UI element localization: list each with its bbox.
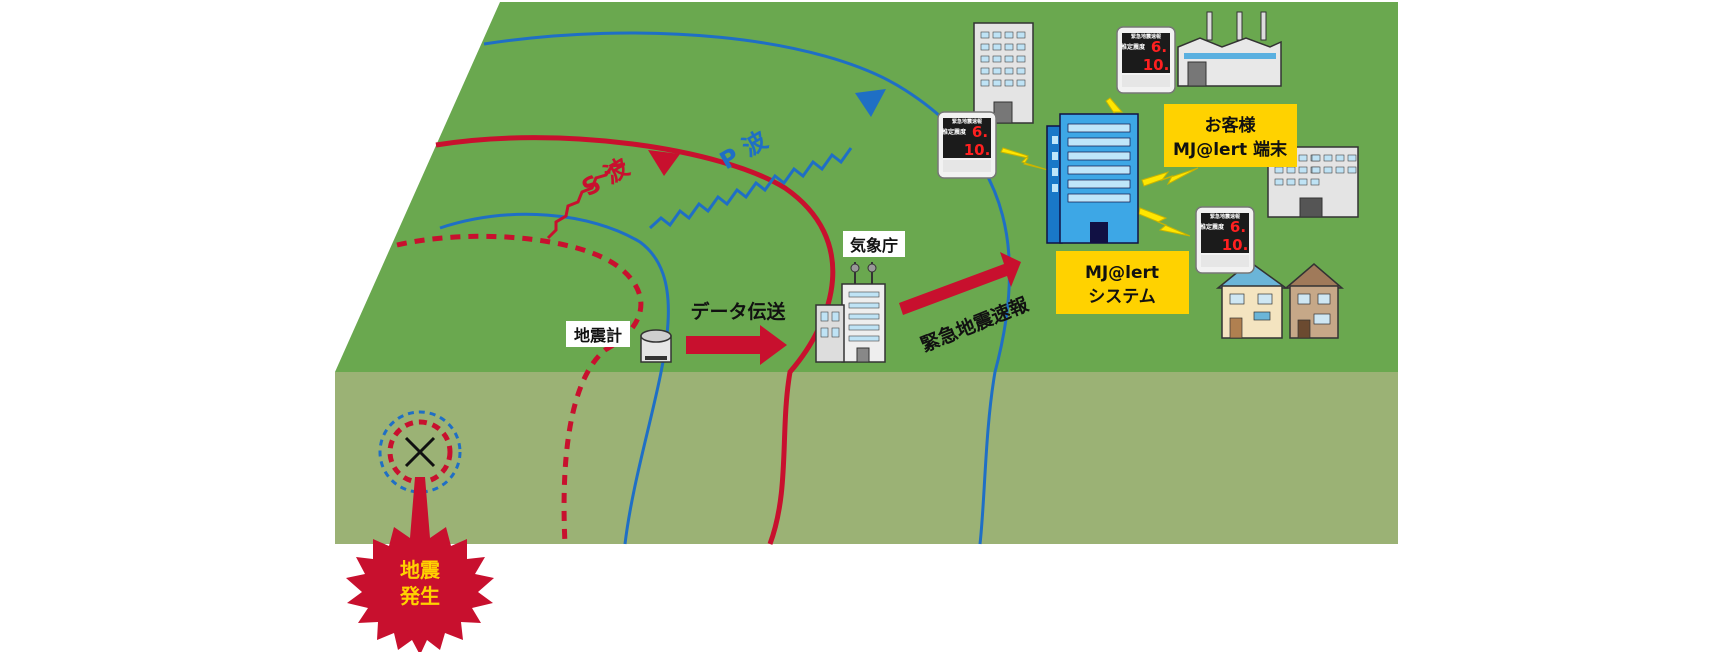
terminal-label-line2: MJ@lert 端末 bbox=[1173, 139, 1288, 160]
svg-text:10.: 10. bbox=[1143, 56, 1170, 74]
quake-label-line2: 発生 bbox=[399, 584, 440, 608]
p-wave-squiggle bbox=[648, 147, 853, 230]
jma-label-box bbox=[843, 231, 905, 257]
seismometer-icon bbox=[640, 329, 672, 363]
system-label-box bbox=[1056, 251, 1189, 314]
mjalert-terminal-device-icon: 緊急地震速報 推定震度 6. 10. bbox=[1195, 206, 1255, 274]
office-building-icon bbox=[973, 22, 1034, 124]
p-wave-arrowhead bbox=[855, 89, 886, 117]
svg-text:10.: 10. bbox=[1222, 236, 1249, 254]
house-icon bbox=[1215, 261, 1289, 339]
mjalert-terminal-device-icon: 緊急地震速報 推定震度 6. 10. bbox=[937, 111, 997, 179]
mjalert-terminal-device-icon: 緊急地震速報 推定震度 6. 10. bbox=[1116, 26, 1176, 94]
svg-text:緊急地震速報: 緊急地震速報 bbox=[952, 118, 983, 125]
svg-text:6.: 6. bbox=[1151, 38, 1167, 56]
jma-building-icon bbox=[815, 262, 886, 363]
mjalert-system-building-icon bbox=[1046, 113, 1139, 244]
svg-text:6.: 6. bbox=[1230, 218, 1246, 236]
quake-label-line1: 地震 bbox=[400, 558, 441, 582]
svg-text:推定震度: 推定震度 bbox=[1121, 43, 1146, 51]
system-label-line2: システム bbox=[1088, 287, 1156, 307]
ground-side bbox=[335, 372, 1398, 544]
factory-icon bbox=[1177, 11, 1282, 87]
svg-text:10.: 10. bbox=[964, 141, 991, 159]
eew-arrow bbox=[899, 252, 1021, 315]
svg-text:緊急地震速報: 緊急地震速報 bbox=[1131, 33, 1162, 40]
svg-text:緊急地震速報: 緊急地震速報 bbox=[1210, 213, 1241, 220]
house-icon bbox=[1283, 263, 1345, 339]
s-wave-fronts bbox=[396, 135, 836, 545]
s-wave-squiggle bbox=[546, 162, 626, 240]
data-transfer-arrow bbox=[686, 325, 787, 365]
svg-text:推定震度: 推定震度 bbox=[942, 128, 967, 136]
jma-label: 気象庁 bbox=[850, 236, 898, 255]
quake-burst-icon bbox=[346, 477, 494, 652]
data-transfer-label: データ伝送 bbox=[690, 300, 786, 323]
seismometer-label: 地震計 bbox=[574, 326, 622, 345]
system-label-line1: MJ@lert bbox=[1085, 263, 1159, 283]
terminal-label-box bbox=[1164, 104, 1297, 167]
svg-text:推定震度: 推定震度 bbox=[1200, 223, 1225, 231]
svg-text:6.: 6. bbox=[972, 123, 988, 141]
seismometer-label-box bbox=[566, 321, 630, 347]
terminal-label-line1: お客様 bbox=[1205, 115, 1257, 136]
s-wave-arrowhead bbox=[648, 150, 680, 176]
